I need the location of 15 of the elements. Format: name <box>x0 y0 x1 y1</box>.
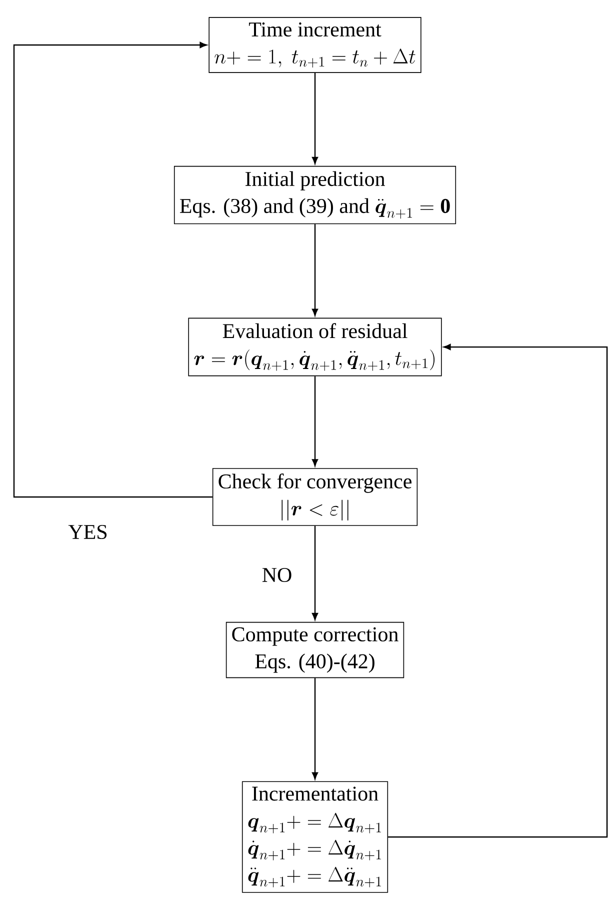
arrow <box>312 526 318 620</box>
process-box: Evaluation of residual $\boldsymbol{r}=\boldsymbol{r}(\boldsymbol{q}_{n+1},\dot{\boldsymbol{q}}_{n+1},\ddot{\boldsymbol{q}}_{n+1},t_{n+1})$ <box>188 318 442 376</box>
process-box: Compute correction $\text{Eqs. (40)-(42)}$ <box>226 622 404 678</box>
arrow <box>312 224 318 316</box>
arrow <box>13 42 212 498</box>
process-box: Time increment $n+=1,\ t_{n+1}=t_n+\Delta t$ <box>208 17 422 73</box>
edge-label: NO <box>260 566 294 584</box>
arrow <box>312 376 318 466</box>
arrow <box>388 344 608 838</box>
process-box: Check for convergence $||\boldsymbol{r}<\varepsilon||$ <box>212 468 418 526</box>
arrow <box>312 72 318 164</box>
arrow <box>312 678 318 780</box>
process-box: Incrementation $\boldsymbol{q}_{n+1}+=\Delta\boldsymbol{q}_{n+1}$ $\dot{\boldsymbol{q}}_{n+1}+=\Delta\dot{\boldsymbol{q}}_{n+1}$ $\ddot{\boldsymbol{q}}_{n+1}+=\Delta\ddot{\boldsymbol{q}}_{n+1}$ <box>242 781 388 893</box>
process-box: Initial prediction $\text{Eqs. (38) and (39) and } \ddot{\boldsymbol{q}}_{n+1}=\mathbf{0}$ <box>174 166 456 224</box>
edge-label: YES <box>67 524 109 540</box>
